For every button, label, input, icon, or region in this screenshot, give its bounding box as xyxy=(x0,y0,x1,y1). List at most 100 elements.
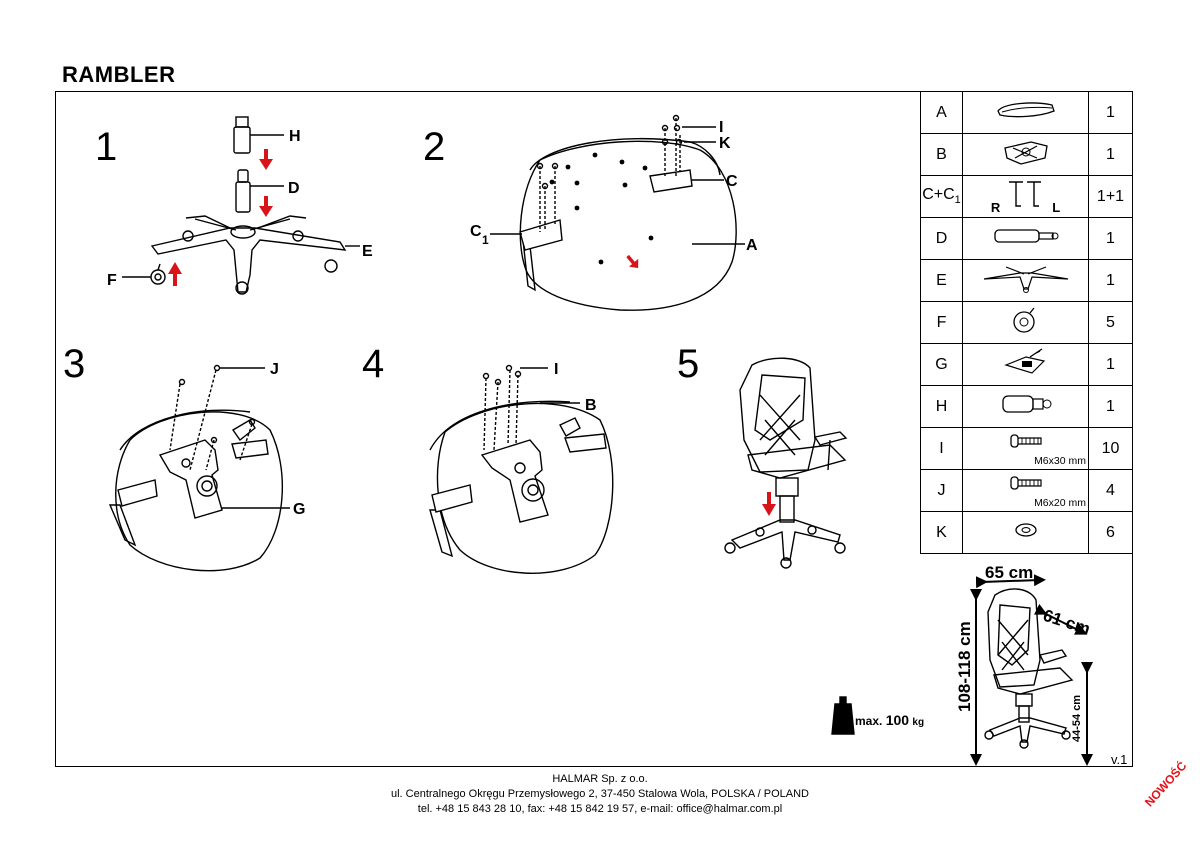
arrow-up-icon xyxy=(168,262,182,286)
part-id: D xyxy=(920,217,963,260)
max-load-label: max. 100 kg xyxy=(855,712,925,728)
arrow-diagonal-icon xyxy=(626,254,639,269)
star-base-icon xyxy=(150,215,360,295)
company-address: ul. Centralnego Okręgu Przemysłowego 2, … xyxy=(390,788,809,800)
dimension-depth: 61 cm xyxy=(1041,606,1093,639)
dimensions-chair-illustration xyxy=(970,574,1093,766)
part-quantity: 1 xyxy=(1088,133,1133,176)
star-base-icon xyxy=(980,263,1072,298)
arrow-down-icon xyxy=(259,149,273,170)
caster-icon xyxy=(1010,305,1042,340)
label-B: B xyxy=(585,397,597,414)
step-number-3: 3 xyxy=(63,342,85,386)
cylinder-cover-icon xyxy=(233,116,284,154)
company-name: HALMAR Sp. z o.o. xyxy=(552,773,648,785)
dimension-height: 108-118 cm xyxy=(955,621,974,712)
part-quantity: 4 xyxy=(1088,469,1133,512)
dimension-width: 65 cm xyxy=(985,563,1033,582)
step4-illustration xyxy=(429,364,614,574)
bolt-size-label: M6x20 mm xyxy=(1034,497,1086,509)
step-number-4: 4 xyxy=(362,342,384,386)
part-image xyxy=(962,91,1089,134)
step2-illustration xyxy=(490,114,745,311)
label-I: I xyxy=(719,119,723,136)
gas-lift-icon xyxy=(235,169,284,213)
armrest-brackets-icon xyxy=(1003,178,1049,215)
bolt-icon xyxy=(1009,475,1043,496)
label-F: F xyxy=(107,272,117,289)
part-quantity: 10 xyxy=(1088,427,1133,470)
label-A: A xyxy=(746,237,758,254)
tilt-mechanism-icon xyxy=(158,419,256,519)
part-image xyxy=(962,217,1089,260)
step-number-5: 5 xyxy=(677,342,699,386)
part-id: E xyxy=(920,259,963,302)
version-label: v.1 xyxy=(1111,752,1128,767)
part-image xyxy=(962,301,1089,344)
step-number-1: 1 xyxy=(95,125,117,169)
mechanism-icon xyxy=(1001,138,1051,171)
label-C1: C xyxy=(470,223,482,240)
step5-chair-illustration xyxy=(724,357,848,569)
bolt-icon xyxy=(536,114,683,190)
step3-illustration xyxy=(108,364,290,572)
part-id: G xyxy=(920,343,963,386)
part-quantity: 1 xyxy=(1088,217,1133,260)
instruction-frame xyxy=(55,91,1133,767)
part-quantity: 6 xyxy=(1088,511,1133,554)
label-H: H xyxy=(289,128,301,145)
part-id: H xyxy=(920,385,963,428)
seat-icon xyxy=(994,99,1058,126)
part-id: F xyxy=(920,301,963,344)
label-G: G xyxy=(293,501,305,518)
mechanism-icon xyxy=(480,417,581,523)
part-quantity: 1 xyxy=(1088,91,1133,134)
part-image xyxy=(962,133,1089,176)
part-id: B xyxy=(920,133,963,176)
part-image xyxy=(962,259,1089,302)
direction-arrows xyxy=(168,149,776,516)
part-image: M6x30 mm xyxy=(962,427,1089,470)
company-contact: tel. +48 15 843 28 10, fax: +48 15 842 1… xyxy=(417,803,783,815)
label-J: J xyxy=(270,361,279,378)
part-quantity: 1+1 xyxy=(1088,175,1133,218)
arrow-down-icon xyxy=(259,196,273,217)
part-quantity: 1 xyxy=(1088,343,1133,386)
part-id: K xyxy=(920,511,963,554)
armrest-left-label: L xyxy=(1052,200,1061,215)
bolt-size-label: M6x30 mm xyxy=(1034,455,1086,467)
bolt-icon xyxy=(1009,433,1043,454)
washer-icon xyxy=(1014,522,1038,543)
label-C: C xyxy=(726,173,738,190)
tilt-mechanism-icon xyxy=(1002,347,1050,382)
label-C1-sub: 1 xyxy=(482,233,489,247)
part-quantity: 1 xyxy=(1088,259,1133,302)
arrow-down-icon xyxy=(762,492,776,516)
company-footer: HALMAR Sp. z o.o. ul. Centralnego Okręgu… xyxy=(0,772,1200,817)
part-image xyxy=(962,385,1089,428)
label-I-step4: I xyxy=(554,361,558,378)
part-quantity: 1 xyxy=(1088,385,1133,428)
cylinder-cover-icon xyxy=(999,393,1053,420)
dimension-seat-height: 44-54 cm xyxy=(1071,695,1083,742)
part-quantity: 5 xyxy=(1088,301,1133,344)
gas-lift-icon xyxy=(991,227,1061,250)
label-D: D xyxy=(288,180,300,197)
label-E: E xyxy=(362,243,373,260)
step-number-2: 2 xyxy=(423,125,445,169)
weight-icon xyxy=(831,696,855,735)
caster-icon xyxy=(122,263,166,285)
part-id: A xyxy=(920,91,963,134)
